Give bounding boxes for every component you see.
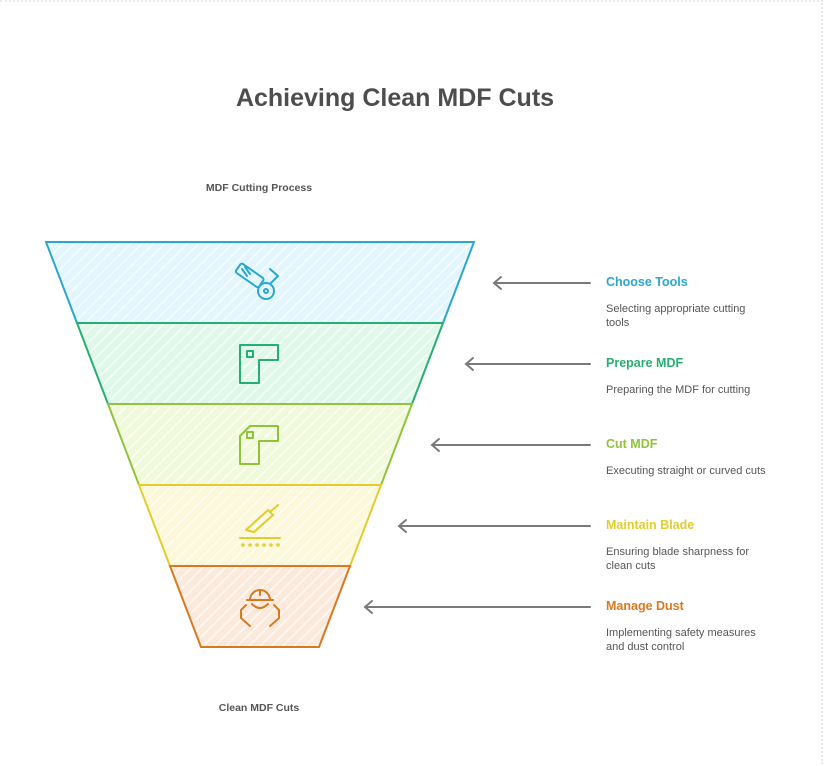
stage-title-maintain-blade: Maintain Blade: [606, 518, 695, 532]
arrow-cut-mdf: [430, 438, 591, 452]
saw-icon: [234, 262, 279, 300]
mdf-board-icon: [239, 344, 279, 384]
stage-desc-manage-dust: Implementing safety measures and dust co…: [606, 627, 756, 653]
funnel-segment-choose-tools: [44, 241, 476, 324]
stage-title-cut-mdf: Cut MDF: [606, 437, 658, 451]
arrow-maintain-blade: [397, 519, 591, 533]
arrow-prepare-mdf: [464, 357, 591, 371]
stage-desc-choose-tools: Selecting appropriate cutting tools: [606, 303, 746, 329]
arrow-choose-tools: [492, 276, 591, 290]
stage-desc-prepare-mdf: Preparing the MDF for cutting: [606, 384, 751, 396]
stage-title-manage-dust: Manage Dust: [606, 599, 684, 613]
stage-desc-maintain-blade: Ensuring blade sharpness for clean cuts: [606, 546, 750, 572]
arrow-manage-dust: [363, 600, 591, 614]
funnel-top-label: MDF Cutting Process: [205, 182, 313, 194]
stage-desc-cut-mdf: Executing straight or curved cuts: [606, 465, 766, 477]
page-title: Achieving Clean MDF Cuts: [235, 84, 555, 112]
stage-title-prepare-mdf: Prepare MDF: [606, 356, 684, 370]
funnel-bottom-label: Clean MDF Cuts: [218, 702, 300, 714]
funnel-segment-manage-dust: [168, 565, 352, 648]
safety-hands-icon: [240, 589, 280, 627]
mdf-cut-icon: [239, 425, 279, 465]
stage-title-choose-tools: Choose Tools: [606, 275, 688, 289]
knife-blade-icon: [239, 504, 281, 547]
